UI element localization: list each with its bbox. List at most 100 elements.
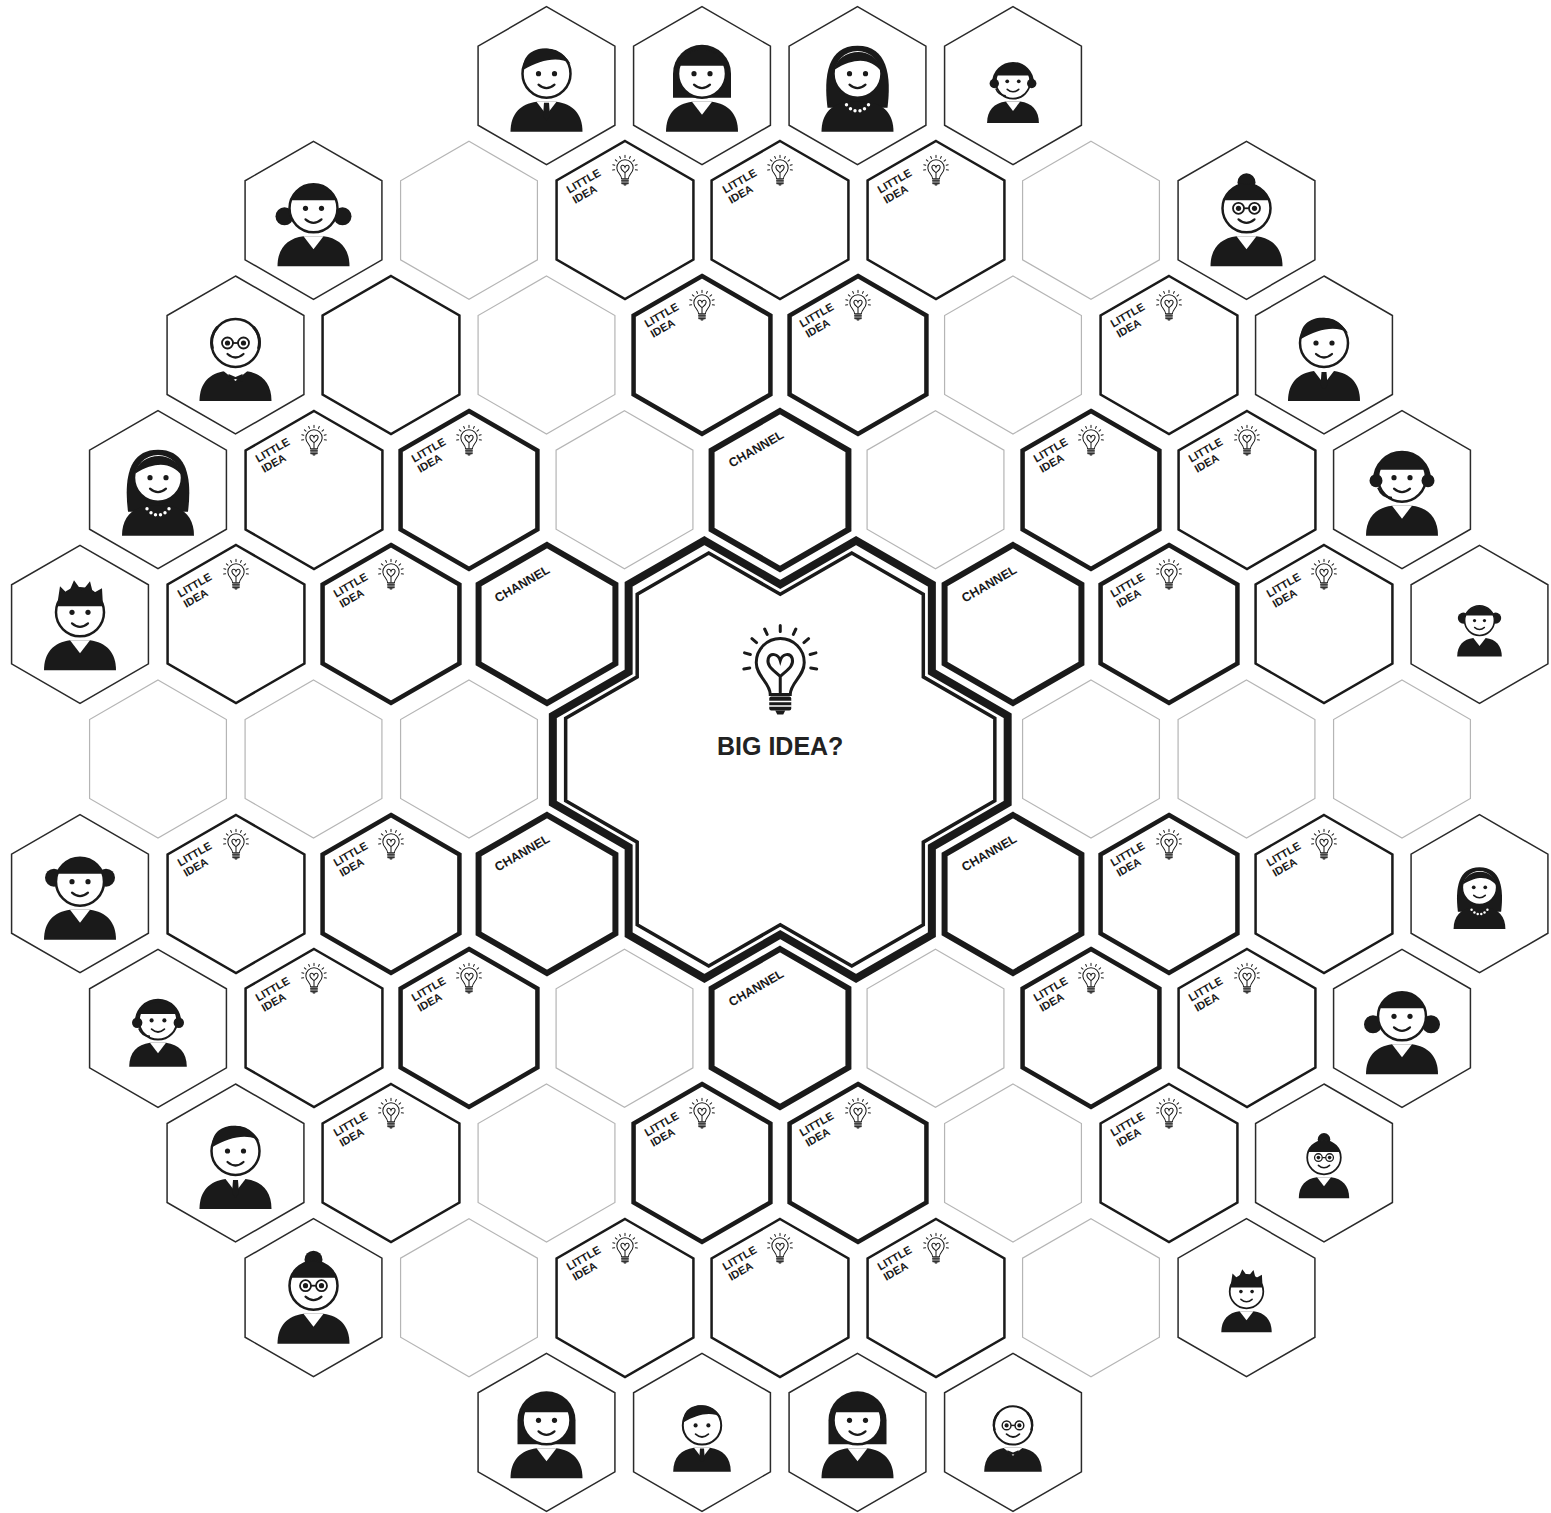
person-icon [129, 1000, 187, 1066]
blank-hex [1334, 680, 1471, 838]
hex-border [167, 545, 304, 703]
person-hex [12, 545, 149, 703]
little-idea-hex: LITTLE IDEA [1021, 947, 1161, 1109]
outer-outline [553, 540, 1008, 978]
little-idea-hex: LITTLE IDEA [244, 947, 384, 1109]
little-idea-hex: LITTLE IDEA [710, 1217, 850, 1379]
blank-hex [401, 1219, 538, 1377]
blank-hex [401, 141, 538, 299]
hex-border [1178, 949, 1315, 1107]
blank-hex [867, 949, 1004, 1107]
hex-border [634, 276, 771, 434]
blank-hex [1023, 141, 1160, 299]
hex-border [323, 815, 460, 973]
little-idea-hex: LITTLE IDEA [321, 1082, 461, 1244]
hex-border [401, 949, 538, 1107]
little-idea-hex: LITTLE IDEA [321, 543, 461, 705]
hex-outline [244, 409, 384, 571]
bulb-icon [1079, 425, 1104, 455]
person-hex [245, 1219, 382, 1377]
hex-outline [1099, 543, 1239, 705]
hex-outline [788, 274, 928, 436]
blank-hex [90, 680, 227, 838]
hex-border [167, 815, 304, 973]
person-icon [666, 45, 738, 132]
person-icon [122, 450, 194, 536]
person-hex [90, 411, 227, 569]
bulb-icon [379, 1098, 404, 1128]
hex-border [789, 276, 926, 434]
hex-outline [555, 1217, 695, 1379]
bulb-icon [1312, 560, 1337, 590]
person-hex [478, 1353, 615, 1511]
hex-outline [710, 139, 850, 301]
little-idea-hex: LITTLE IDEA [399, 947, 539, 1109]
little-idea-hex: LITTLE IDEA [710, 139, 850, 301]
bulb-icon [457, 425, 482, 455]
hex-outline [1254, 543, 1394, 705]
hex-outline [244, 947, 384, 1109]
bulb-icon [845, 1098, 870, 1128]
hex-outline [321, 543, 461, 705]
hex-border [478, 545, 615, 703]
hex-outline [399, 409, 539, 571]
person-icons [44, 45, 1505, 1479]
hex-border [789, 1084, 926, 1242]
blank-hex [1023, 1219, 1160, 1377]
bulb-icon [1156, 1098, 1181, 1128]
hex-border [712, 141, 849, 299]
person-hex [945, 7, 1082, 165]
inner-outline [565, 552, 994, 965]
hex-border [945, 815, 1082, 973]
hex-outline [1099, 274, 1239, 436]
person-icon [200, 319, 272, 401]
little-idea-hex: LITTLE IDEA [399, 409, 539, 571]
hex-border [712, 949, 849, 1107]
blank-hex [556, 411, 693, 569]
little-idea-hex: LITTLE IDEA [1254, 813, 1394, 975]
person-hex [1411, 545, 1548, 703]
person-icon [1288, 318, 1360, 401]
bulb-icon [612, 1233, 637, 1263]
hex-border [1100, 1084, 1237, 1242]
person-icon [673, 1405, 731, 1472]
person-hex [634, 1353, 771, 1511]
person-icon [1457, 606, 1502, 657]
hex-border [712, 411, 849, 569]
little-idea-hex: LITTLE IDEA [788, 274, 928, 436]
bulb-icon [768, 1233, 793, 1263]
little-idea-hex: LITTLE IDEA [244, 409, 384, 571]
blank-hex [945, 1084, 1082, 1242]
hex-outline [166, 543, 306, 705]
hex-border [478, 815, 615, 973]
little-idea-hex: LITTLE IDEA [866, 1217, 1006, 1379]
hex-border [323, 1084, 460, 1242]
person-hex [1178, 1219, 1315, 1377]
hex-border [634, 1084, 771, 1242]
hex-border [1256, 545, 1393, 703]
hex-border [867, 1219, 1004, 1377]
little-idea-hex: LITTLE IDEA [1254, 543, 1394, 705]
little-idea-hex: LITTLE IDEA [1021, 409, 1161, 571]
bulb-icon [690, 1098, 715, 1128]
bulb-icon [379, 829, 404, 859]
person-icon [511, 48, 583, 131]
bulb-icon [301, 964, 326, 994]
blank-hex [401, 680, 538, 838]
person-hexes [12, 7, 1548, 1512]
blank-hex [1178, 680, 1315, 838]
channel-hex: CHANNEL [477, 543, 617, 705]
hex-border [245, 411, 382, 569]
person-hex [789, 7, 926, 165]
person-icon [822, 46, 894, 132]
person-icon [987, 63, 1039, 123]
little-idea-hex: LITTLE IDEA [1177, 409, 1317, 571]
hex-border [245, 949, 382, 1107]
hex-border [1100, 545, 1237, 703]
hex-border [323, 545, 460, 703]
person-hex [1334, 411, 1471, 569]
little-idea-hex: LITTLE IDEA [1099, 274, 1239, 436]
person-icon [822, 1391, 894, 1478]
bulb-icon [923, 1233, 948, 1263]
bulb-icon [379, 560, 404, 590]
